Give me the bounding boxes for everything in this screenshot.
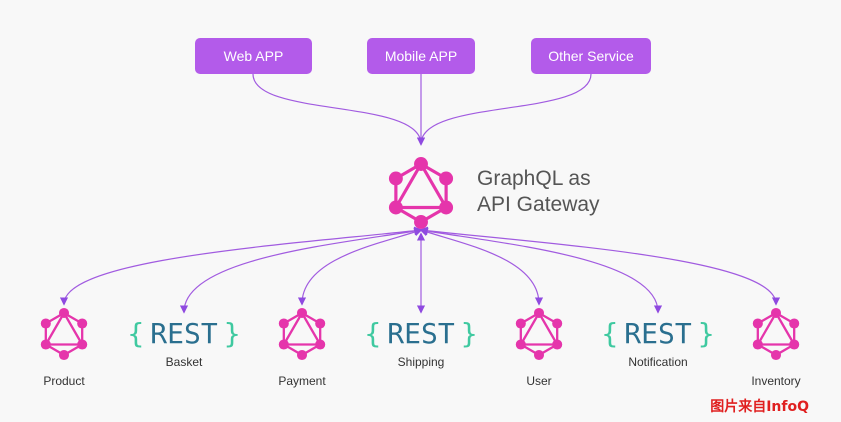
service-inventory: Inventory xyxy=(751,307,801,388)
rest-logo-icon: {REST} xyxy=(364,317,477,350)
brace-close: } xyxy=(698,317,715,350)
client-connector xyxy=(416,73,592,146)
brace-open: { xyxy=(127,317,144,350)
node-dot xyxy=(388,200,403,215)
node-dot xyxy=(58,349,70,361)
brace-open: { xyxy=(601,317,618,350)
node-dot xyxy=(77,318,88,329)
node-dot xyxy=(414,215,428,229)
service-label: Payment xyxy=(278,374,326,388)
node-dot xyxy=(278,318,289,329)
rest-logo-text: {REST} xyxy=(127,317,240,350)
gateway-node: GraphQL as API Gateway xyxy=(388,157,600,229)
node-dot xyxy=(278,339,289,350)
triangle-outline xyxy=(394,162,448,210)
node-dot xyxy=(77,339,88,350)
client-other-button[interactable]: Other Service xyxy=(531,38,651,74)
client-label: Other Service xyxy=(548,48,634,64)
rest-word: REST xyxy=(150,317,218,350)
node-dot xyxy=(315,339,326,350)
node-dot xyxy=(789,339,800,350)
service-user: User xyxy=(515,307,563,388)
rest-logo-icon: {REST} xyxy=(127,317,240,350)
service-shipping: {REST} Shipping xyxy=(364,317,477,369)
service-basket: {REST} Basket xyxy=(127,317,240,369)
connector-layer xyxy=(59,73,781,314)
triangle-outline xyxy=(44,311,84,346)
service-label: User xyxy=(526,374,551,388)
graphql-service-icon xyxy=(278,307,326,361)
graphql-logo-icon xyxy=(388,157,454,229)
rest-logo-text: {REST} xyxy=(601,317,714,350)
node-dot xyxy=(439,171,454,186)
rest-logo-icon: {REST} xyxy=(601,317,714,350)
service-connector xyxy=(419,226,781,306)
node-dot xyxy=(533,349,545,361)
brace-open: { xyxy=(364,317,381,350)
client-connector xyxy=(252,73,426,146)
service-notification: {REST} Notification xyxy=(601,317,714,369)
node-dot xyxy=(552,318,563,329)
triangle-outline xyxy=(756,311,796,346)
graphql-service-icon xyxy=(40,307,88,361)
node-dot xyxy=(58,307,70,319)
service-label: Shipping xyxy=(398,355,445,369)
triangle-outline xyxy=(519,311,559,346)
brace-close: } xyxy=(461,317,478,350)
gateway-title-line2: API Gateway xyxy=(477,193,600,216)
service-connector xyxy=(59,226,423,306)
node-dot xyxy=(40,339,51,350)
node-dot xyxy=(40,318,51,329)
node-dot xyxy=(752,339,763,350)
brace-close: } xyxy=(224,317,241,350)
service-payment: Payment xyxy=(278,307,326,388)
service-connector xyxy=(419,228,544,306)
node-dot xyxy=(296,307,308,319)
client-box xyxy=(195,38,312,74)
node-dot xyxy=(315,318,326,329)
node-dot xyxy=(533,307,545,319)
node-dot xyxy=(770,349,782,361)
node-dot xyxy=(388,171,403,186)
rest-word: REST xyxy=(387,317,455,350)
client-box xyxy=(367,38,475,74)
graphql-service-icon xyxy=(515,307,563,361)
watermark: 图片来自InfoQ xyxy=(710,399,809,415)
client-label: Mobile APP xyxy=(385,48,457,64)
service-layer: Product{REST}BasketPayment{REST}Shipping… xyxy=(40,307,801,388)
service-label: Basket xyxy=(166,355,203,369)
service-label: Product xyxy=(43,374,85,388)
node-dot xyxy=(296,349,308,361)
rest-logo-text: {REST} xyxy=(364,317,477,350)
node-dot xyxy=(789,318,800,329)
node-dot xyxy=(770,307,782,319)
rest-word: REST xyxy=(624,317,692,350)
service-label: Notification xyxy=(628,355,687,369)
node-dot xyxy=(752,318,763,329)
node-dot xyxy=(515,318,526,329)
gateway-title-line1: GraphQL as xyxy=(477,167,591,190)
client-box xyxy=(531,38,651,74)
service-label: Inventory xyxy=(751,374,800,388)
node-dot xyxy=(439,200,454,215)
client-web-button[interactable]: Web APP xyxy=(195,38,312,74)
node-dot xyxy=(515,339,526,350)
node-dot xyxy=(414,157,428,171)
graphql-gateway-icon xyxy=(388,157,454,229)
client-layer: Web APP Mobile APP Other Service xyxy=(195,38,651,74)
triangle-outline xyxy=(282,311,322,346)
client-mobile-button[interactable]: Mobile APP xyxy=(367,38,475,74)
service-product: Product xyxy=(40,307,88,388)
node-dot xyxy=(552,339,563,350)
graphql-service-icon xyxy=(752,307,800,361)
service-connector xyxy=(297,228,423,306)
client-label: Web APP xyxy=(224,48,284,64)
